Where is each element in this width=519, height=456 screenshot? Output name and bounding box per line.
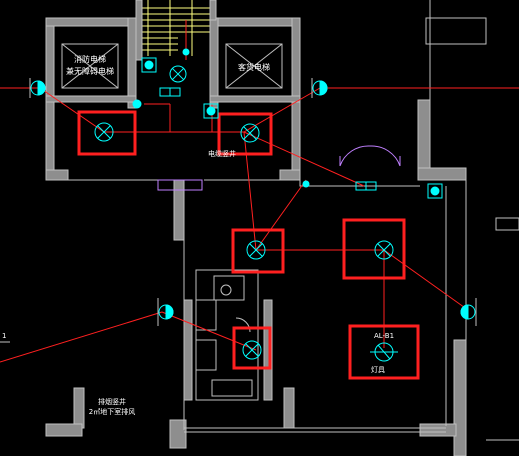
small-devices	[132, 48, 443, 199]
walls	[45, 0, 467, 456]
switch-icon	[159, 87, 181, 97]
wall-lamp-icon	[460, 298, 477, 326]
ceiling-lamp-icon	[169, 65, 187, 83]
emergency-light-icon	[203, 103, 219, 119]
wall-lamp-icon	[311, 78, 328, 98]
door-swing	[157, 145, 401, 191]
ceiling-lamp-icon	[374, 240, 394, 260]
wall-lamp-icon	[157, 298, 174, 326]
ceiling-lamp-icon	[242, 340, 262, 360]
ceiling-lamp-icon	[240, 123, 260, 143]
left-elevator-label-1: 消防电梯	[74, 54, 106, 64]
right-elevator-label: 客货电梯	[238, 62, 270, 72]
left-edge-tag: 1	[2, 332, 6, 340]
electric-room-label: 电缆竖井	[208, 149, 236, 158]
switch-icon	[355, 181, 377, 191]
shaft-label-2: 2㎡地下室排风	[89, 407, 135, 416]
ceiling-lamp-icon	[246, 240, 266, 260]
shaft-label-1: 排烟竖井	[98, 397, 126, 406]
elevator-cabins	[61, 43, 283, 89]
emergency-light-icon	[141, 57, 157, 73]
ceiling-lamps	[94, 65, 394, 360]
power-box-tag: AL-B1	[374, 332, 394, 340]
distribution-box-icon	[370, 342, 398, 362]
highlight-boxes	[77, 110, 420, 380]
junction-dot	[302, 180, 310, 188]
junction-dot	[132, 99, 142, 109]
wiring	[0, 20, 519, 363]
wall-lamps	[29, 78, 477, 326]
ceiling-lamp-icon	[94, 122, 114, 142]
text-labels: 消防电梯 兼无障碍电梯 客货电梯 电缆竖井 排烟竖井 2㎡地下室排风 AL-B1…	[2, 54, 394, 416]
left-elevator-label-2: 兼无障碍电梯	[66, 66, 114, 76]
fixture-block	[195, 269, 259, 401]
emergency-light-icon	[427, 183, 443, 199]
power-box-sub: 灯具	[371, 365, 385, 374]
wall-lamp-icon	[29, 78, 46, 98]
stair-treads	[140, 0, 212, 56]
junction-dot	[182, 48, 190, 56]
